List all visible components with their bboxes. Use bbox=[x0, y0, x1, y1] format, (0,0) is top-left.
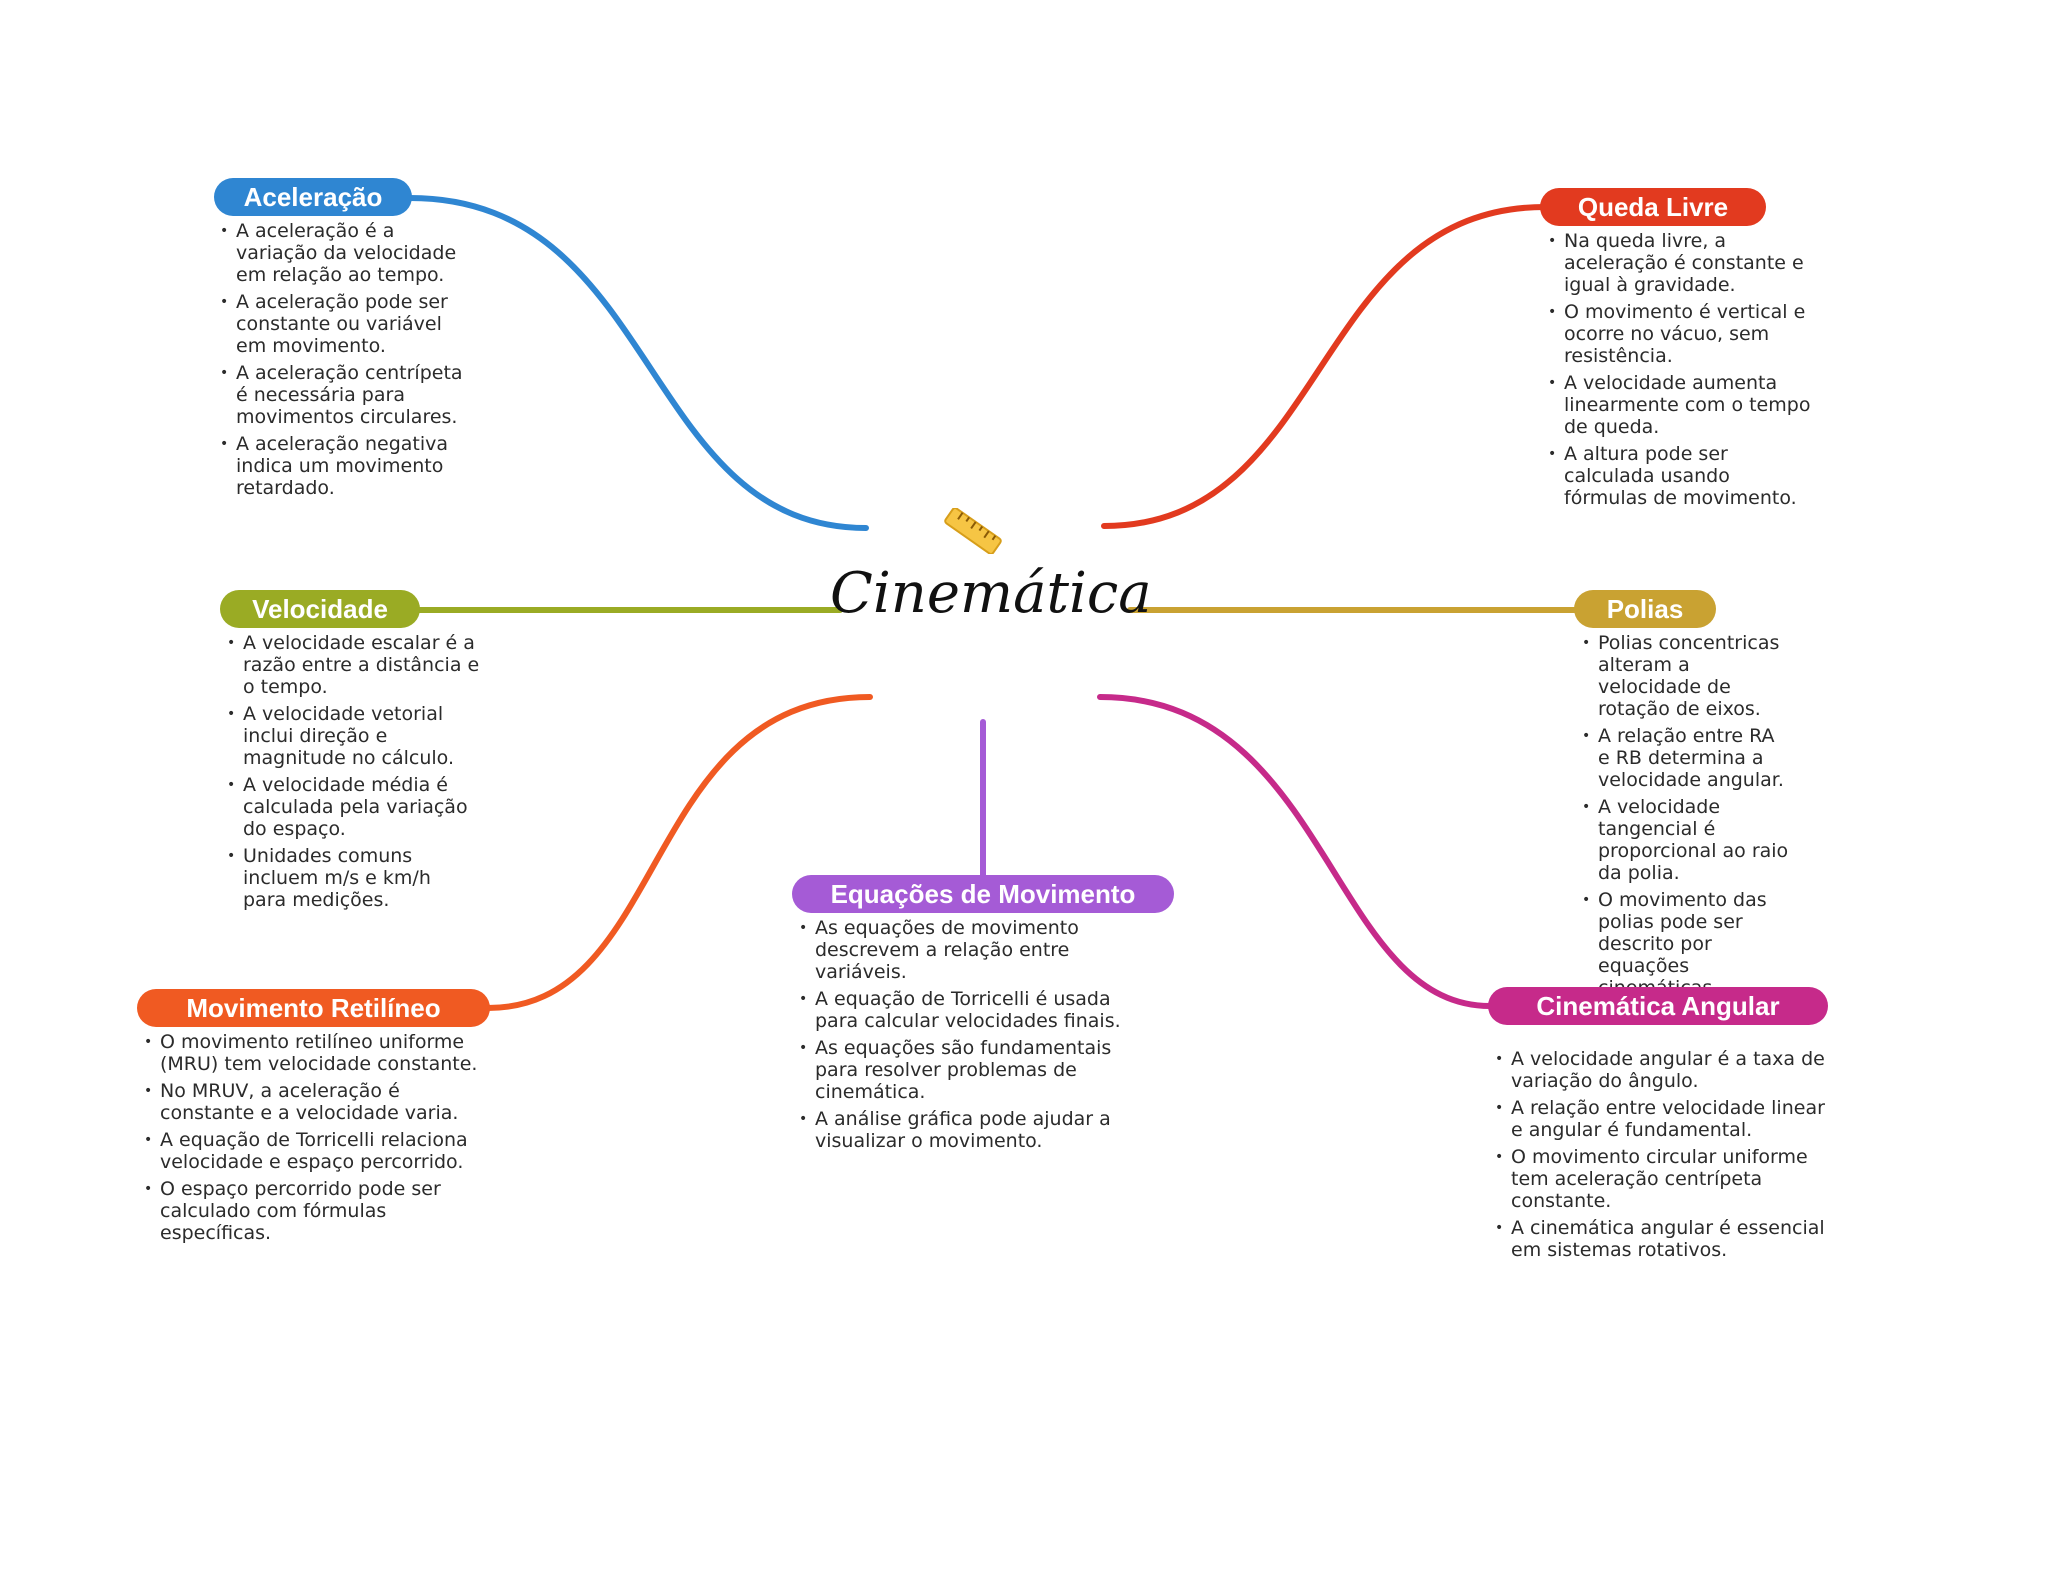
list-item: As equações de movimento descrevem a rel… bbox=[797, 917, 1147, 983]
list-item: A velocidade angular é a taxa de variaçã… bbox=[1493, 1048, 1833, 1092]
list-item: A aceleração é a variação da velocidade … bbox=[218, 220, 478, 286]
list-item: Unidades comuns incluem m/s e km/h para … bbox=[225, 845, 480, 911]
branch-equacoes[interactable]: Equações de Movimento bbox=[792, 875, 1174, 913]
branch-polias[interactable]: Polias bbox=[1574, 590, 1716, 628]
list-item: As equações são fundamentais para resolv… bbox=[797, 1037, 1147, 1103]
cinematica-angular-notes: A velocidade angular é a taxa de variaçã… bbox=[1493, 1048, 1833, 1266]
list-item: A velocidade média é calculada pela vari… bbox=[225, 774, 480, 840]
connector-queda-livre bbox=[1101, 204, 1548, 529]
branch-aceleracao[interactable]: Aceleração bbox=[214, 178, 412, 216]
list-item: A velocidade tangencial é proporcional a… bbox=[1580, 796, 1790, 884]
list-item: A relação entre velocidade linear e angu… bbox=[1493, 1097, 1833, 1141]
list-item: A velocidade aumenta linearmente com o t… bbox=[1546, 372, 1816, 438]
list-item: O movimento é vertical e ocorre no vácuo… bbox=[1546, 301, 1816, 367]
list-item: Na queda livre, a aceleração é constante… bbox=[1546, 230, 1816, 296]
central-topic[interactable]: Cinemática bbox=[830, 561, 1152, 626]
movimento-retilineo-notes: O movimento retilíneo uniforme (MRU) tem… bbox=[142, 1031, 492, 1249]
branch-movimento-retilineo[interactable]: Movimento Retilíneo bbox=[137, 989, 490, 1027]
list-item: A equação de Torricelli relaciona veloci… bbox=[142, 1129, 492, 1173]
list-item: A velocidade escalar é a razão entre a d… bbox=[225, 632, 480, 698]
list-item: O movimento retilíneo uniforme (MRU) tem… bbox=[142, 1031, 492, 1075]
list-item: O movimento circular uniforme tem aceler… bbox=[1493, 1146, 1833, 1212]
aceleracao-notes: A aceleração é a variação da velocidade … bbox=[218, 220, 478, 504]
list-item: No MRUV, a aceleração é constante e a ve… bbox=[142, 1080, 492, 1124]
list-item: A cinemática angular é essencial em sist… bbox=[1493, 1217, 1833, 1261]
list-item: A altura pode ser calculada usando fórmu… bbox=[1546, 443, 1816, 509]
polias-notes: Polias concentricas alteram a velocidade… bbox=[1580, 632, 1790, 1004]
branch-cinematica-angular[interactable]: Cinemática Angular bbox=[1488, 987, 1828, 1025]
list-item: A velocidade vetorial inclui direção e m… bbox=[225, 703, 480, 769]
list-item: A aceleração pode ser constante ou variá… bbox=[218, 291, 478, 357]
branch-queda-livre[interactable]: Queda Livre bbox=[1540, 188, 1766, 226]
list-item: A aceleração centrípeta é necessária par… bbox=[218, 362, 478, 428]
branch-velocidade[interactable]: Velocidade bbox=[220, 590, 420, 628]
connector-aceleracao bbox=[407, 195, 869, 531]
list-item: Polias concentricas alteram a velocidade… bbox=[1580, 632, 1790, 720]
queda-livre-notes: Na queda livre, a aceleração é constante… bbox=[1546, 230, 1816, 514]
ruler-icon bbox=[944, 508, 1002, 554]
list-item: A análise gráfica pode ajudar a visualiz… bbox=[797, 1108, 1147, 1152]
equacoes-notes: As equações de movimento descrevem a rel… bbox=[797, 917, 1147, 1157]
connector-cinematica-angular bbox=[1097, 694, 1493, 1009]
velocidade-notes: A velocidade escalar é a razão entre a d… bbox=[225, 632, 480, 916]
list-item: O espaço percorrido pode ser calculado c… bbox=[142, 1178, 492, 1244]
list-item: A relação entre RA e RB determina a velo… bbox=[1580, 725, 1790, 791]
list-item: A equação de Torricelli é usada para cal… bbox=[797, 988, 1147, 1032]
list-item: A aceleração negativa indica um moviment… bbox=[218, 433, 478, 499]
list-item: O movimento das polias pode ser descrito… bbox=[1580, 889, 1790, 999]
connector-movimento-retilineo bbox=[485, 694, 873, 1011]
